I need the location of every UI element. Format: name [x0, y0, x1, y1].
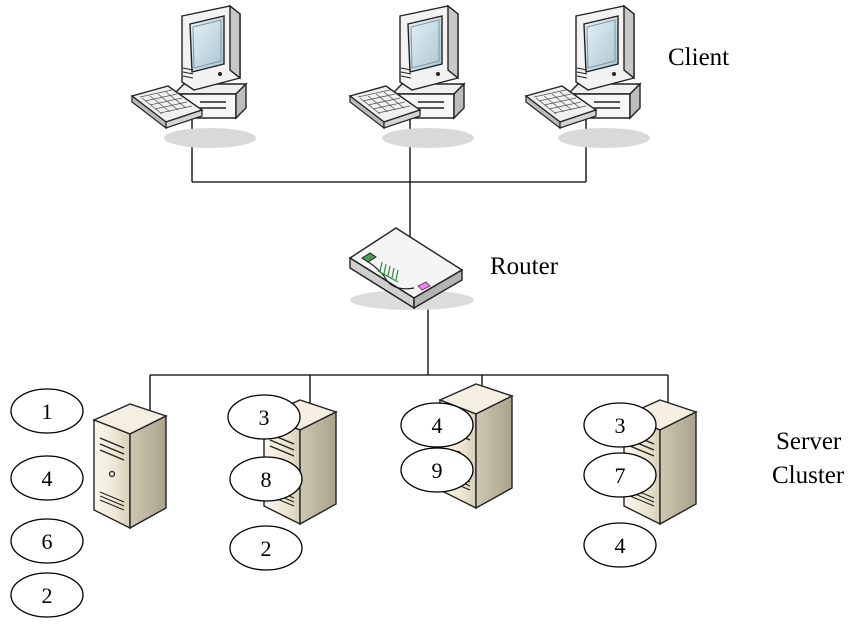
server-1-blocks: 1 4 6 2	[10, 388, 84, 618]
svg-text:2: 2	[261, 536, 272, 561]
server-3-blocks: 4 9	[400, 402, 474, 493]
svg-text:6: 6	[42, 529, 53, 554]
svg-text:4: 4	[42, 466, 53, 491]
server-cluster-label-line1: Server	[776, 428, 842, 455]
block-oval[interactable]: 3	[227, 394, 301, 440]
server-cluster-label-line2: Cluster	[772, 462, 845, 489]
server-tower-1[interactable]	[93, 403, 167, 529]
block-oval[interactable]: 8	[229, 456, 303, 502]
block-oval[interactable]: 4	[10, 455, 84, 501]
block-oval[interactable]: 4	[400, 402, 474, 448]
svg-text:3: 3	[615, 413, 626, 438]
block-oval[interactable]: 7	[583, 452, 657, 498]
router-icon[interactable]	[348, 227, 474, 310]
block-oval[interactable]: 3	[583, 402, 657, 448]
server-4-blocks: 3 7 4	[583, 402, 657, 568]
svg-text:9: 9	[432, 458, 443, 483]
client-computer-1[interactable]	[131, 5, 257, 149]
server-2-blocks: 3 8 2	[227, 394, 303, 571]
client-computer-3[interactable]	[525, 5, 651, 149]
block-oval[interactable]: 4	[583, 522, 657, 568]
client-label: Client	[668, 44, 730, 71]
router-label: Router	[490, 253, 559, 280]
svg-text:1: 1	[42, 399, 53, 424]
block-oval[interactable]: 2	[229, 525, 303, 571]
block-oval[interactable]: 2	[10, 572, 84, 618]
svg-text:8: 8	[261, 467, 272, 492]
block-oval[interactable]: 6	[10, 518, 84, 564]
client-computer-2[interactable]	[349, 5, 475, 149]
svg-text:4: 4	[615, 533, 626, 558]
svg-text:3: 3	[259, 405, 270, 430]
svg-text:4: 4	[432, 413, 443, 438]
block-oval[interactable]: 1	[10, 388, 84, 434]
block-oval[interactable]: 9	[400, 447, 474, 493]
svg-text:7: 7	[615, 463, 626, 488]
svg-text:2: 2	[42, 583, 53, 608]
